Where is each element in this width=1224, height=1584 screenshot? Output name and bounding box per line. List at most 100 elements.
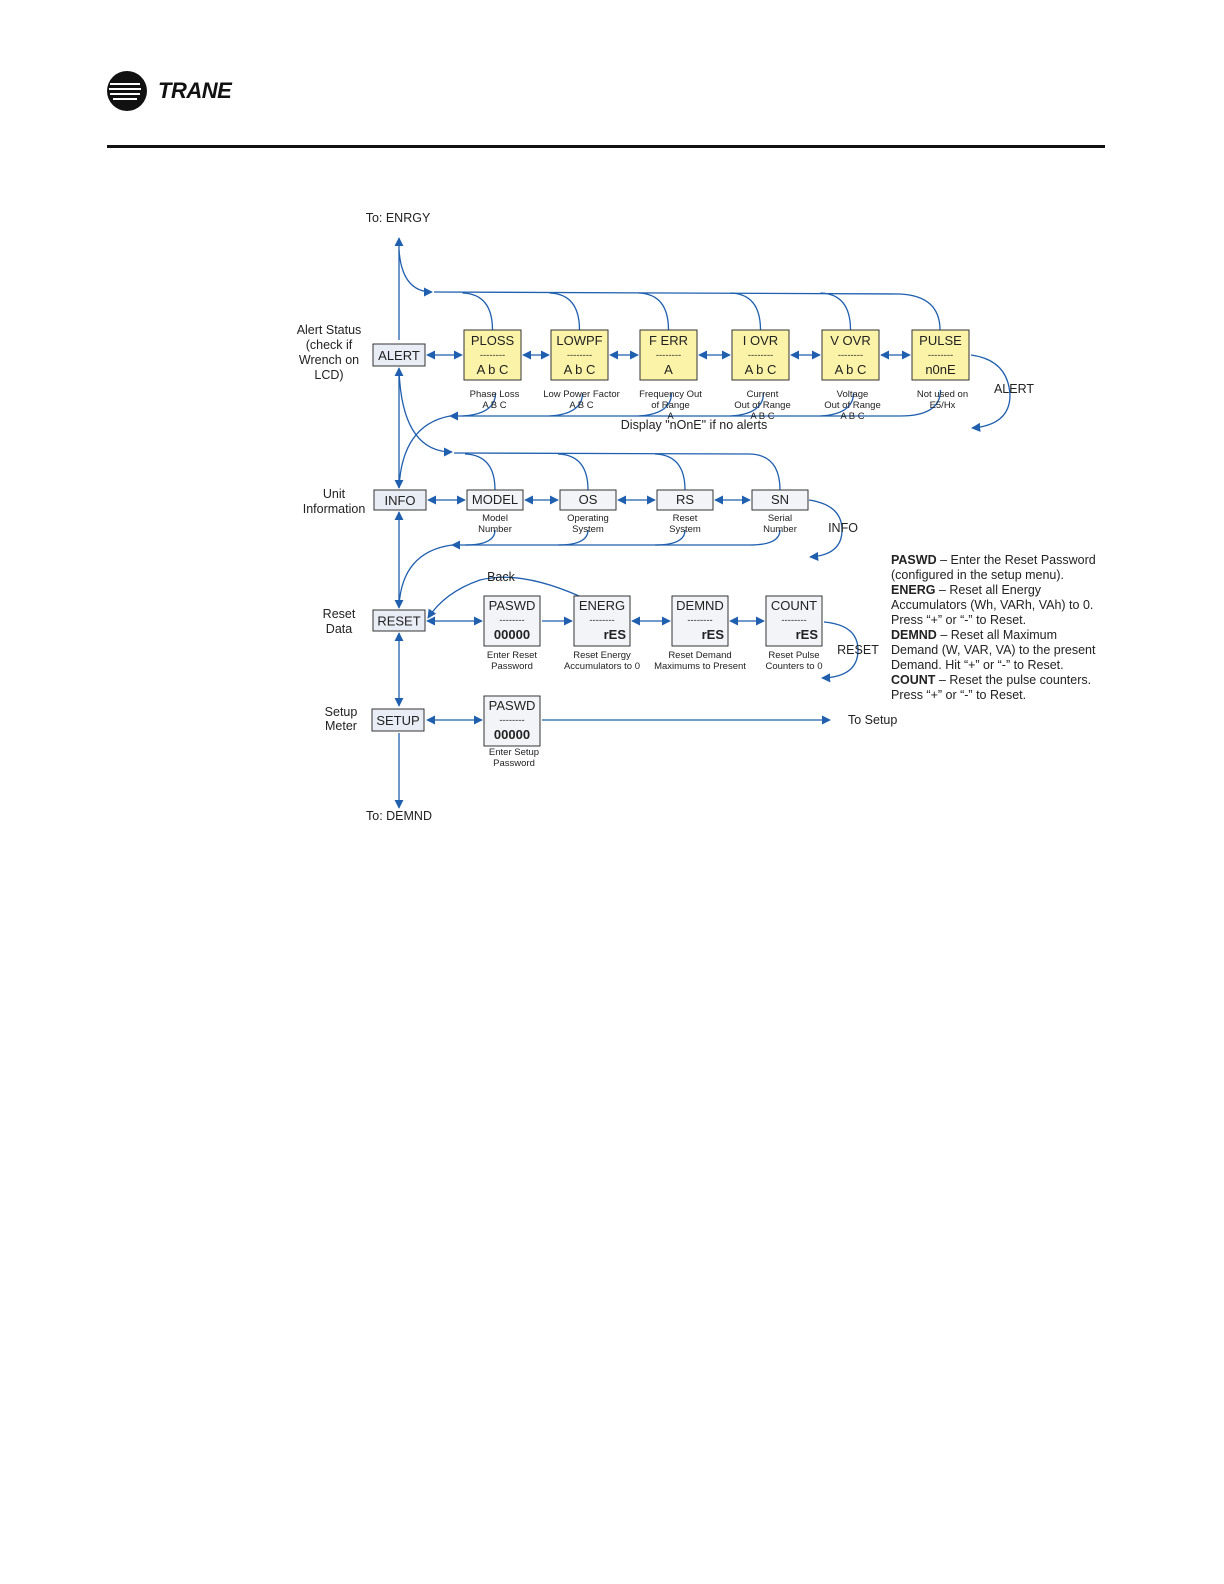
trane-logo-icon bbox=[107, 71, 147, 111]
info-box-desc: System bbox=[572, 524, 604, 535]
reset-box-desc: Reset Energy bbox=[573, 650, 631, 661]
connector-line bbox=[638, 392, 673, 417]
reset-box bbox=[483, 595, 541, 647]
info-loop-label: INFO bbox=[828, 521, 858, 535]
reset-box-value: rES bbox=[702, 627, 725, 642]
info-box-desc: Number bbox=[478, 524, 512, 535]
legend-entry: COUNT – Reset the pulse counters. Press … bbox=[891, 673, 1106, 703]
connector-line bbox=[638, 292, 670, 331]
info-box-desc: Model bbox=[482, 513, 508, 524]
reset-box-desc: Counters to 0 bbox=[765, 661, 822, 672]
connector-line bbox=[557, 529, 589, 546]
connector-line bbox=[462, 392, 497, 417]
setup-box bbox=[483, 695, 541, 747]
alert-box-value: A b C bbox=[745, 362, 777, 377]
info-box-desc: System bbox=[669, 524, 701, 535]
connector-line bbox=[398, 415, 451, 489]
connector-line bbox=[549, 392, 584, 417]
alert-box-desc: Phase Loss bbox=[470, 389, 520, 400]
left-label-alert: (check if bbox=[306, 338, 353, 352]
connector-line bbox=[451, 529, 781, 550]
alert-box-value: A b C bbox=[564, 362, 596, 377]
reset-box-value: 00000 bbox=[494, 627, 530, 642]
alert-box-value: A b C bbox=[835, 362, 867, 377]
connector-line bbox=[820, 292, 852, 331]
none-note: Display "nOnE" if no alerts bbox=[621, 418, 767, 432]
connector-line bbox=[557, 453, 589, 491]
menu-label-alert: ALERT bbox=[378, 348, 420, 363]
alert-box-title: LOWPF bbox=[556, 333, 602, 348]
legend-term: COUNT bbox=[891, 673, 936, 687]
setup-box-dash: -------- bbox=[499, 715, 524, 726]
alert-box-desc: Out of Range bbox=[824, 400, 881, 411]
to-demnd-label: To: DEMND bbox=[366, 809, 432, 823]
menu-box-setup bbox=[371, 708, 425, 732]
left-label-reset: Reset bbox=[323, 607, 356, 621]
reset-box-dash: -------- bbox=[781, 615, 806, 626]
to-setup-label: To Setup bbox=[848, 713, 897, 727]
setup-box-title: PASWD bbox=[489, 698, 536, 713]
alert-box-desc: Low Power Factor bbox=[543, 389, 620, 400]
info-box-desc: Serial bbox=[768, 513, 792, 524]
legend-term: ENERG bbox=[891, 583, 936, 597]
alert-box-title: V OVR bbox=[830, 333, 870, 348]
connector-line bbox=[808, 499, 843, 562]
alert-box-dash: -------- bbox=[928, 350, 953, 361]
alert-box bbox=[731, 329, 790, 381]
menu-box-info bbox=[373, 489, 427, 511]
connector-line bbox=[821, 621, 859, 683]
reset-box-value: rES bbox=[796, 627, 819, 642]
alert-box-desc: Frequency Out bbox=[639, 389, 702, 400]
legend-term: DEMND bbox=[891, 628, 937, 642]
info-box bbox=[559, 489, 617, 511]
legend-term: PASWD bbox=[891, 553, 937, 567]
alert-box-title: PULSE bbox=[919, 333, 962, 348]
reset-legend: PASWD – Enter the Reset Password (config… bbox=[891, 553, 1106, 703]
left-label-setup: Setup bbox=[325, 705, 358, 719]
alert-box-dash: -------- bbox=[480, 350, 505, 361]
alert-box-dash: -------- bbox=[567, 350, 592, 361]
legend-entry: ENERG – Reset all Energy Accumulators (W… bbox=[891, 583, 1106, 628]
connector-line bbox=[427, 576, 580, 619]
page-header: TRANE bbox=[0, 0, 1224, 150]
brand-name: TRANE bbox=[158, 78, 232, 103]
connector-line bbox=[433, 291, 941, 331]
menu-box-reset bbox=[372, 609, 426, 632]
alert-box-desc: A B C bbox=[840, 411, 864, 422]
reset-box-dash: -------- bbox=[687, 615, 712, 626]
info-box-desc: Reset bbox=[673, 513, 698, 524]
legend-text: – Reset the pulse counters. Press “+” or… bbox=[891, 673, 1092, 702]
alert-box-title: PLOSS bbox=[471, 333, 515, 348]
alert-box-desc: A B C bbox=[750, 411, 774, 422]
reset-box-desc: Maximums to Present bbox=[654, 661, 746, 672]
menu-label-setup: SETUP bbox=[376, 713, 419, 728]
connector-line bbox=[464, 453, 496, 491]
legend-text: – Reset all Energy Accumulators (Wh, VAR… bbox=[891, 583, 1094, 627]
reset-box-title: DEMND bbox=[676, 598, 724, 613]
alert-box-desc: of Range bbox=[651, 400, 690, 411]
reset-box-dash: -------- bbox=[499, 615, 524, 626]
alert-box-desc: A B C bbox=[482, 400, 506, 411]
alert-box bbox=[639, 329, 698, 381]
left-label-reset: Data bbox=[326, 622, 352, 636]
alert-box-dash: -------- bbox=[748, 350, 773, 361]
connector-line bbox=[730, 392, 765, 417]
alert-box-desc: E5/Hx bbox=[930, 400, 956, 411]
alert-box-title: I OVR bbox=[743, 333, 778, 348]
connector-line bbox=[453, 452, 781, 491]
reset-box bbox=[765, 595, 823, 647]
connector-line bbox=[820, 392, 855, 417]
alert-box-desc: Not used on bbox=[917, 389, 968, 400]
left-label-alert: LCD) bbox=[314, 368, 343, 382]
info-box bbox=[466, 489, 524, 511]
left-label-alert: Wrench on bbox=[299, 353, 359, 367]
menu-label-info: INFO bbox=[384, 493, 415, 508]
reset-box bbox=[671, 595, 729, 647]
menu-label-reset: RESET bbox=[377, 614, 420, 629]
connector-line bbox=[398, 369, 453, 457]
header-rule bbox=[107, 145, 1105, 148]
info-box bbox=[751, 489, 809, 511]
alert-box bbox=[821, 329, 880, 381]
connector-line bbox=[970, 354, 1011, 432]
